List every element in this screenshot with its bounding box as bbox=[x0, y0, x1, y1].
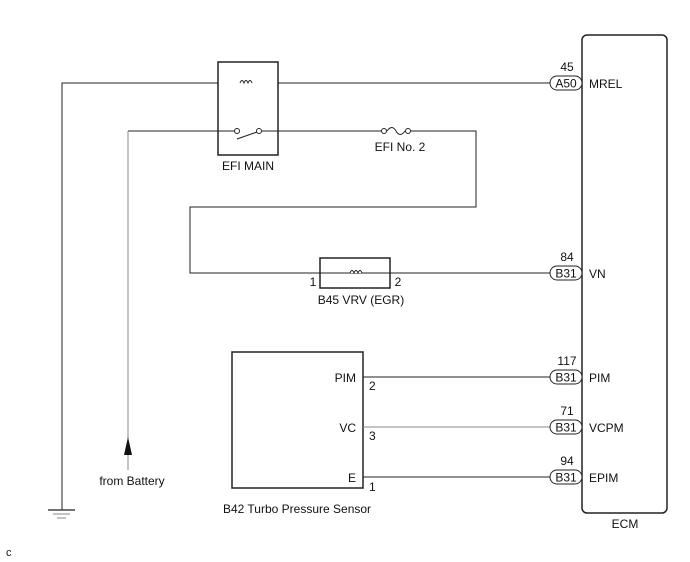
sensor-label: B42 Turbo Pressure Sensor bbox=[223, 502, 371, 516]
efi-no2-label: EFI No. 2 bbox=[375, 140, 426, 154]
svg-text:MREL: MREL bbox=[589, 77, 623, 91]
sensor-terminal-e: E bbox=[348, 471, 356, 485]
sensor-pin-pim: 2 bbox=[369, 379, 376, 393]
svg-text:71: 71 bbox=[560, 404, 574, 418]
sensor-terminal-vc: VC bbox=[339, 421, 356, 435]
svg-text:B31: B31 bbox=[555, 471, 577, 485]
ecm-terminal-vn: B31 84 VN bbox=[549, 250, 606, 281]
ecm-terminal-pim: B31 117 PIM bbox=[549, 354, 610, 385]
svg-text:94: 94 bbox=[560, 454, 574, 468]
ecm-terminal-vcpm: B31 71 VCPM bbox=[549, 404, 624, 435]
svg-text:84: 84 bbox=[560, 250, 574, 264]
sensor-pin-vc: 3 bbox=[369, 429, 376, 443]
svg-text:A50: A50 bbox=[555, 77, 577, 91]
ecm-terminal-epim: B31 94 EPIM bbox=[549, 454, 618, 485]
svg-text:B31: B31 bbox=[555, 421, 577, 435]
efi-main-label: EFI MAIN bbox=[222, 159, 274, 173]
arrow-up-icon bbox=[124, 437, 132, 455]
svg-text:EPIM: EPIM bbox=[589, 471, 618, 485]
vrv-label: B45 VRV (EGR) bbox=[318, 293, 404, 307]
vrv-pin-2: 2 bbox=[395, 275, 402, 289]
efi-main-relay bbox=[217, 61, 279, 156]
solenoid-coil-icon bbox=[349, 270, 363, 275]
svg-text:B31: B31 bbox=[555, 371, 577, 385]
svg-text:VCPM: VCPM bbox=[589, 421, 624, 435]
battery-label: from Battery bbox=[99, 474, 164, 488]
svg-text:45: 45 bbox=[560, 60, 574, 74]
relay-switch-icon bbox=[128, 128, 262, 140]
ecm-terminal-mrel: A50 45 MREL bbox=[549, 60, 623, 91]
svg-text:VN: VN bbox=[589, 267, 606, 281]
turbo-pressure-sensor bbox=[231, 351, 364, 489]
sensor-pin-e: 1 bbox=[369, 480, 376, 494]
svg-text:B31: B31 bbox=[555, 267, 577, 281]
sensor-terminal-pim: PIM bbox=[335, 371, 356, 385]
fusible-link-icon bbox=[239, 80, 253, 85]
vrv-pin-1: 1 bbox=[310, 275, 317, 289]
fuse-icon bbox=[381, 127, 411, 135]
svg-text:117: 117 bbox=[557, 354, 576, 368]
vrv-feed-wire bbox=[189, 130, 477, 274]
ecm-label: ECM bbox=[612, 517, 639, 531]
corner-mark: c bbox=[6, 547, 12, 559]
svg-text:PIM: PIM bbox=[589, 371, 610, 385]
ground-wire bbox=[61, 82, 551, 510]
ground-icon bbox=[48, 509, 75, 519]
